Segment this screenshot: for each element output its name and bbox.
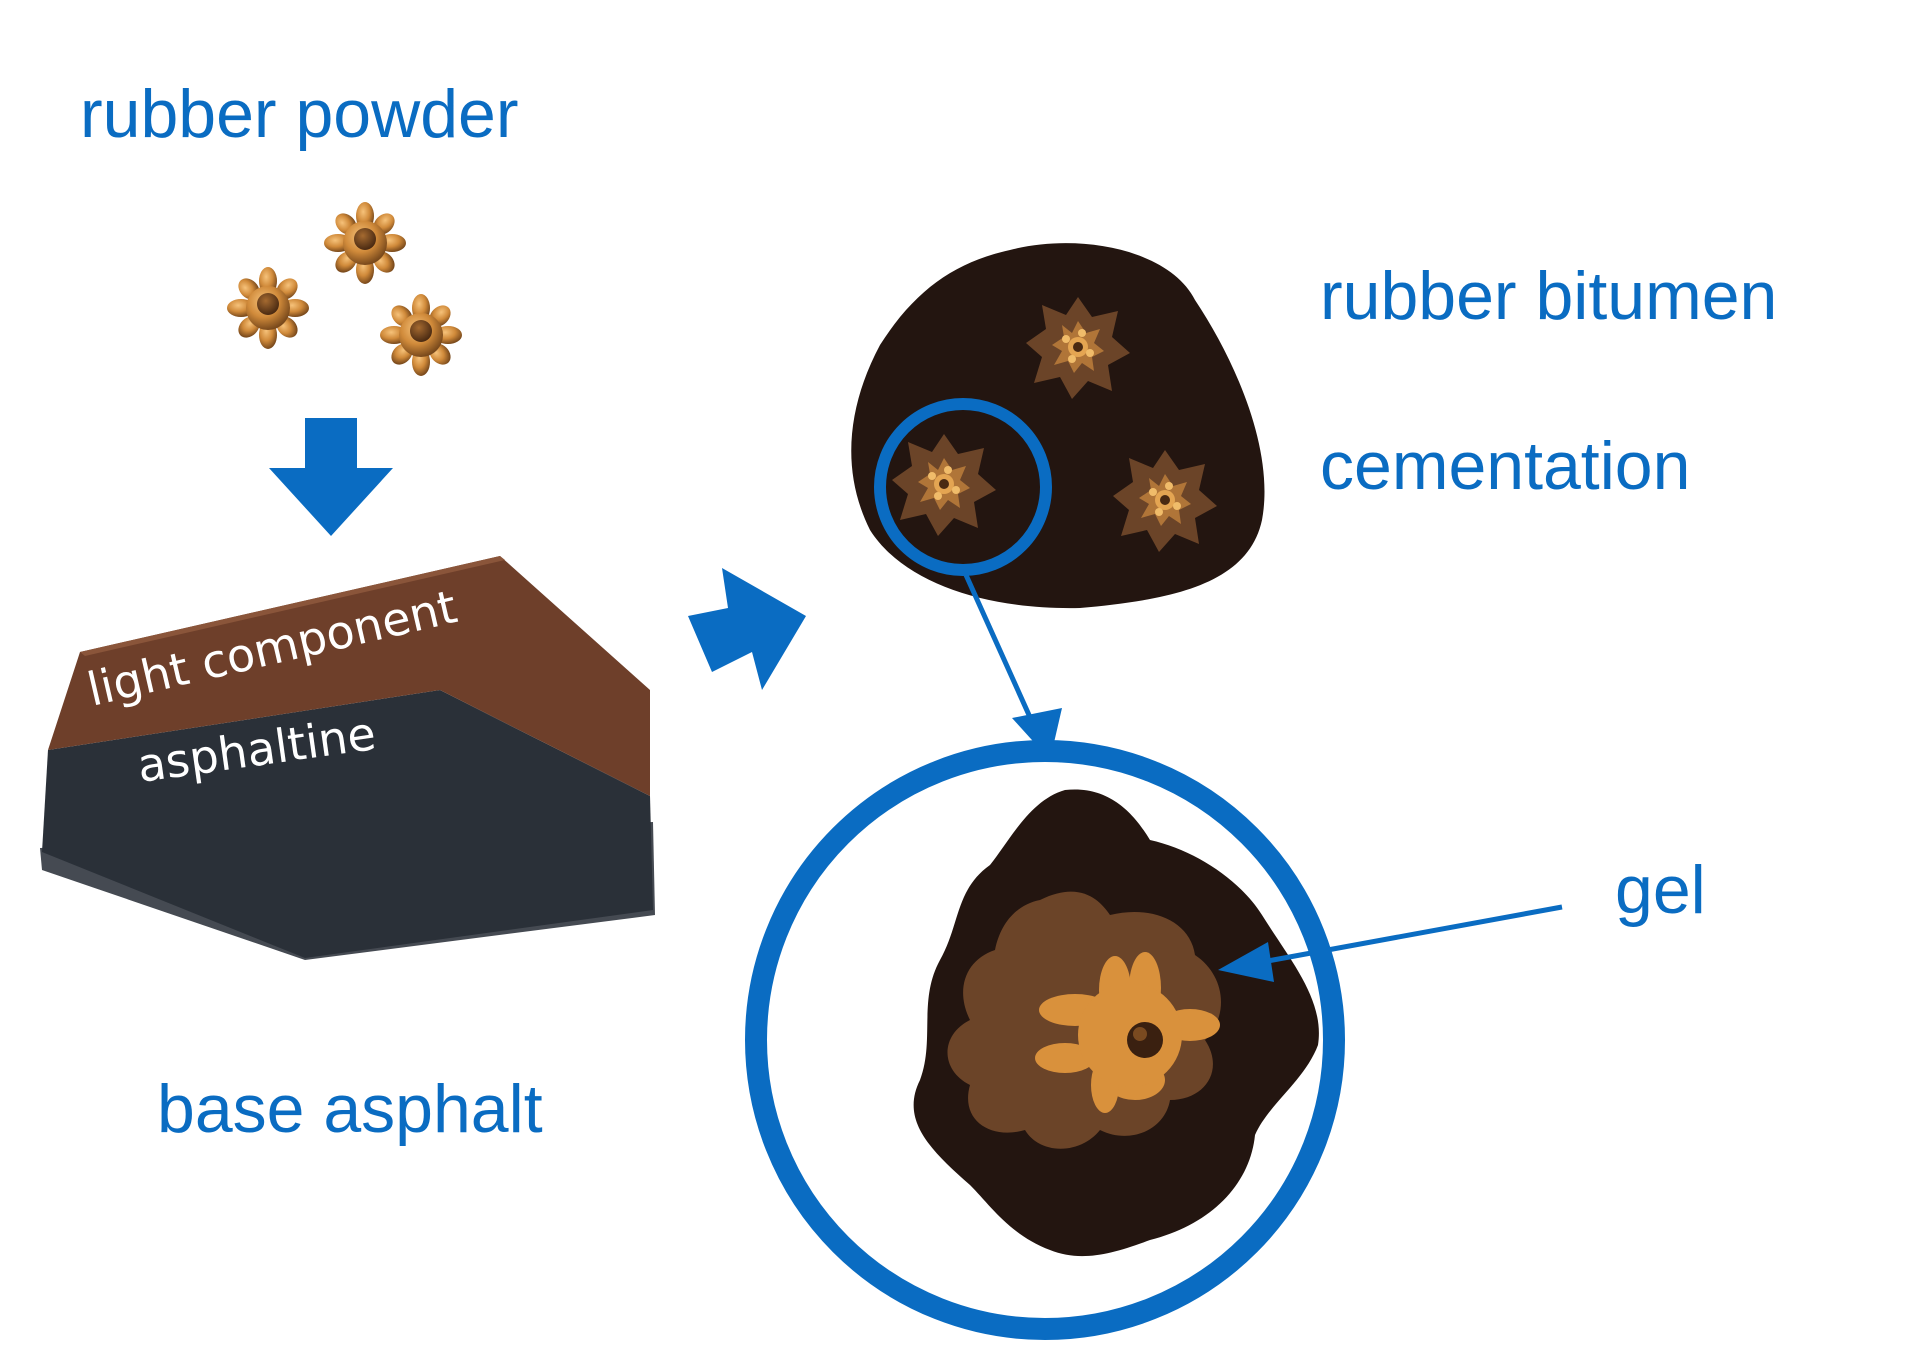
rubber-bitumen-label: rubber bitumen [1320, 258, 1778, 334]
block-top-edge [80, 556, 505, 656]
rubber-particle [380, 294, 462, 376]
right-arrow-icon [688, 568, 806, 690]
asphaltine-layer [42, 690, 653, 958]
rubber-powder-label: rubber powder [80, 76, 519, 152]
cementation-label: cementation [1320, 428, 1691, 504]
gel-label: gel [1615, 852, 1706, 928]
zoom-circle-icon [874, 398, 1052, 576]
light-component-layer [48, 556, 650, 796]
rubber-powder-particles [227, 202, 462, 376]
rubber-particle [324, 202, 406, 284]
rubber-bitumen-blob [851, 243, 1265, 609]
large-zoom-circle [745, 740, 1345, 1340]
rubber-particle [227, 267, 309, 349]
pointer-arrow-icon [1218, 904, 1563, 982]
zoomed-rubber-core [1035, 952, 1220, 1113]
base-asphalt-block: light component asphaltine [40, 556, 655, 960]
zoomed-rubber-particle [913, 789, 1319, 1257]
down-arrow-icon [269, 418, 393, 536]
base-asphalt-label: base asphalt [157, 1071, 543, 1147]
